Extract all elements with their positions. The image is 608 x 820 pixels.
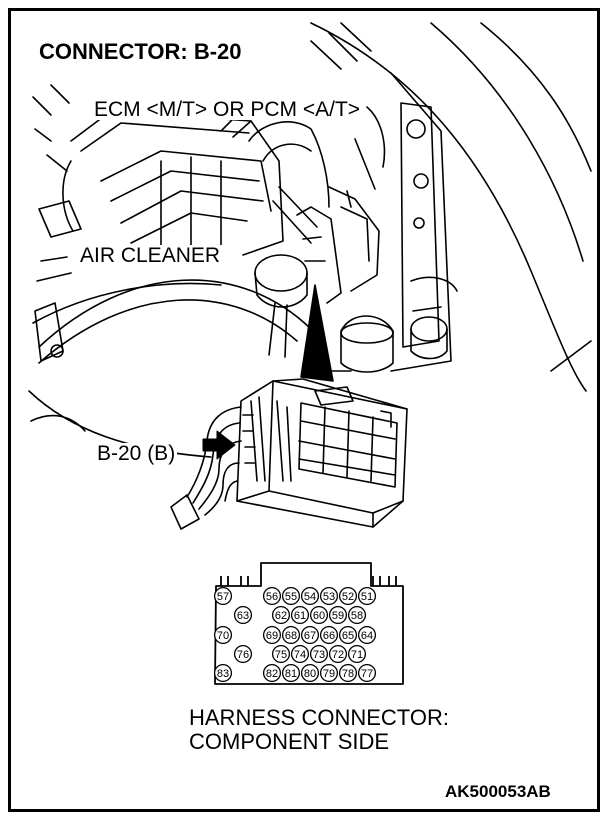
pin-number: 73 (313, 649, 325, 661)
engine-bay-illustration: 57 63 70 76 83 56 55 54 53 52 51 62 61 60 59 58 69 68 67 66… (28, 22, 592, 685)
pin-83: 83 (213, 663, 233, 683)
pin-number: 69 (266, 630, 278, 642)
pin-number: 70 (217, 630, 229, 642)
ecm-pcm-label: ECM <M/T> OR PCM <A/T> (91, 99, 364, 120)
pin-52: 52 (338, 586, 358, 606)
pin-57: 57 (213, 586, 233, 606)
pin-59: 59 (328, 605, 348, 625)
pin-number: 72 (332, 649, 344, 661)
figure-code: AK500053AB (445, 782, 551, 801)
connector-pinout: 57 63 70 76 83 56 55 54 53 52 51 62 61 60 59 58 69 68 67 66… (213, 586, 377, 683)
pin-number: 67 (304, 630, 316, 642)
pin-56: 56 (262, 586, 282, 606)
pin-55: 55 (281, 586, 301, 606)
pin-number: 74 (294, 649, 306, 661)
pin-number: 55 (285, 591, 297, 603)
pin-73: 73 (309, 644, 329, 664)
pin-65: 65 (338, 625, 358, 645)
pin-number: 64 (361, 630, 373, 642)
pin-number: 79 (323, 668, 335, 680)
pin-61: 61 (290, 605, 310, 625)
pin-number: 58 (351, 610, 363, 622)
pin-53: 53 (319, 586, 339, 606)
pin-number: 57 (217, 591, 229, 603)
pin-72: 72 (328, 644, 348, 664)
pin-number: 63 (237, 610, 249, 622)
pin-82: 82 (262, 663, 282, 683)
pin-number: 59 (332, 610, 344, 622)
pin-number: 68 (285, 630, 297, 642)
pin-number: 51 (361, 591, 373, 603)
pin-58: 58 (347, 605, 367, 625)
pin-number: 60 (313, 610, 325, 622)
pin-number: 78 (342, 668, 354, 680)
pin-number: 71 (351, 649, 363, 661)
pin-number: 65 (342, 630, 354, 642)
pin-number: 77 (361, 668, 373, 680)
pin-67: 67 (300, 625, 320, 645)
pin-number: 54 (304, 591, 316, 603)
harness-caption-line1: HARNESS CONNECTOR: (189, 705, 449, 730)
pin-81: 81 (281, 663, 301, 683)
pin-number: 75 (275, 649, 287, 661)
pin-number: 62 (275, 610, 287, 622)
pin-number: 66 (323, 630, 335, 642)
diagram-frame: 57 63 70 76 83 56 55 54 53 52 51 62 61 60 59 58 69 68 67 66… (8, 8, 600, 812)
pin-51: 51 (357, 586, 377, 606)
pin-80: 80 (300, 663, 320, 683)
connector-b20-label: B-20 (B) (95, 442, 178, 465)
pin-number: 80 (304, 668, 316, 680)
pin-75: 75 (271, 644, 291, 664)
pin-68: 68 (281, 625, 301, 645)
air-cleaner-label: AIR CLEANER (77, 245, 224, 266)
pin-76: 76 (233, 644, 253, 664)
pin-number: 61 (294, 610, 306, 622)
pin-number: 52 (342, 591, 354, 603)
pin-number: 56 (266, 591, 278, 603)
pin-number: 53 (323, 591, 335, 603)
pin-77: 77 (357, 663, 377, 683)
pin-number: 82 (266, 668, 278, 680)
connector-title: CONNECTOR: B-20 (39, 39, 242, 64)
pin-69: 69 (262, 625, 282, 645)
pin-number: 83 (217, 668, 229, 680)
pin-54: 54 (300, 586, 320, 606)
pin-number: 81 (285, 668, 297, 680)
pin-60: 60 (309, 605, 329, 625)
pin-79: 79 (319, 663, 339, 683)
pin-number: 76 (237, 649, 249, 661)
pin-71: 71 (347, 644, 367, 664)
harness-connector-caption: HARNESS CONNECTOR: COMPONENT SIDE (189, 706, 449, 754)
pin-70: 70 (213, 625, 233, 645)
harness-caption-line2: COMPONENT SIDE (189, 728, 390, 754)
pin-78: 78 (338, 663, 358, 683)
pin-74: 74 (290, 644, 310, 664)
pin-62: 62 (271, 605, 291, 625)
pin-64: 64 (357, 625, 377, 645)
pin-66: 66 (319, 625, 339, 645)
pin-63: 63 (233, 605, 253, 625)
